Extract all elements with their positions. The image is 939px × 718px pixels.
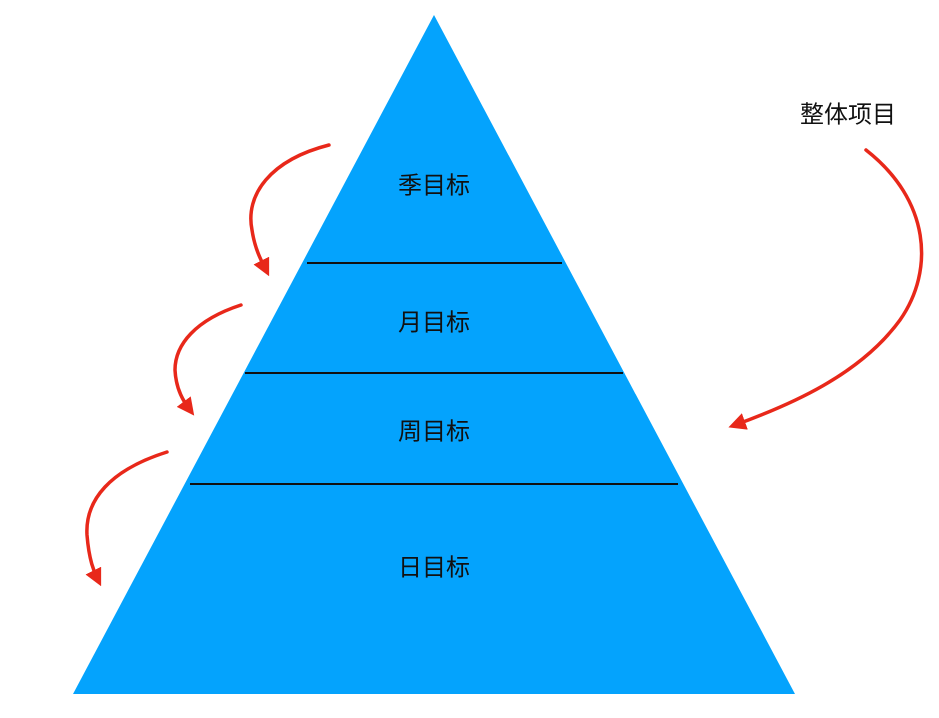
level-label-week: 周目标 xyxy=(398,417,470,446)
arrow-month-to-week xyxy=(173,303,243,416)
level-label-quarter: 季目标 xyxy=(398,171,470,200)
level-label-month: 月目标 xyxy=(398,308,470,337)
level-label-day: 日目标 xyxy=(398,553,470,582)
side-label-overall-project: 整体项目 xyxy=(800,100,896,129)
arrow-overall-project xyxy=(728,148,924,430)
pyramid xyxy=(73,15,795,694)
arrow-quarter-to-month xyxy=(249,143,331,277)
arrow-week-to-day xyxy=(85,450,169,587)
